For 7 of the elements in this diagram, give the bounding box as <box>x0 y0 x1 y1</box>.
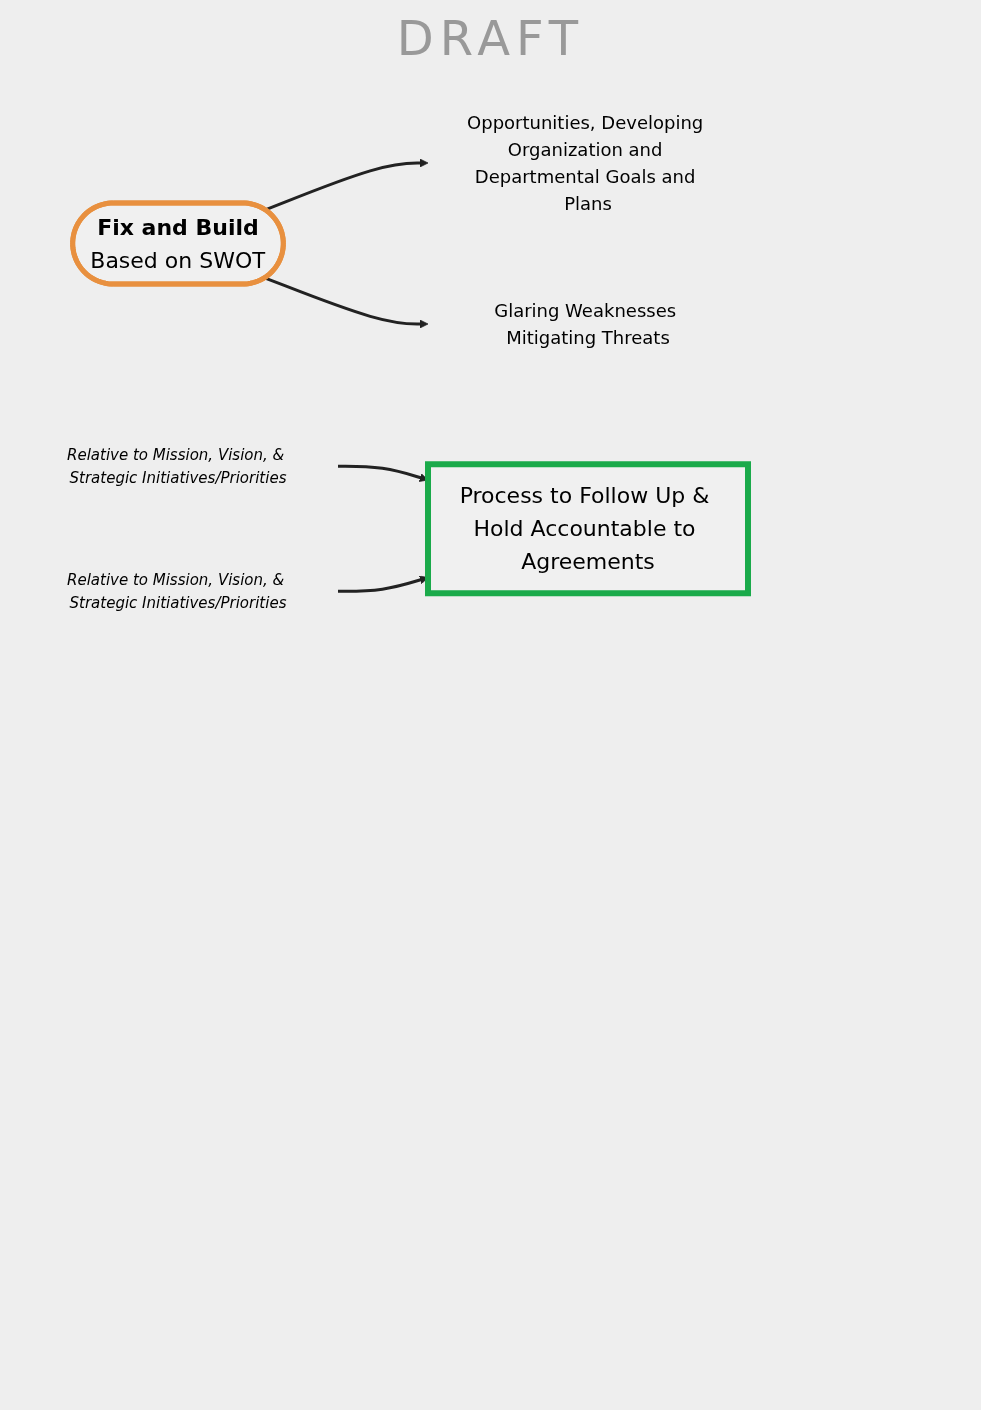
node-text: Glaring Weaknesses Mitigating Threats <box>494 300 677 348</box>
node-box: Process to Follow Up & Hold Accountable to Agreements <box>425 461 751 597</box>
node-text: Relative to Mission, Vision, & Strategic Initiatives/Priorities <box>67 570 287 612</box>
node-text: Relative to Mission, Vision, & Strategic Initiatives/Priorities <box>67 445 287 487</box>
watermark-text: DRAFT <box>396 10 585 66</box>
arrow <box>264 276 429 329</box>
node-text: Opportunities, Developing Organization and Departmental Goals and Plans <box>467 112 704 214</box>
